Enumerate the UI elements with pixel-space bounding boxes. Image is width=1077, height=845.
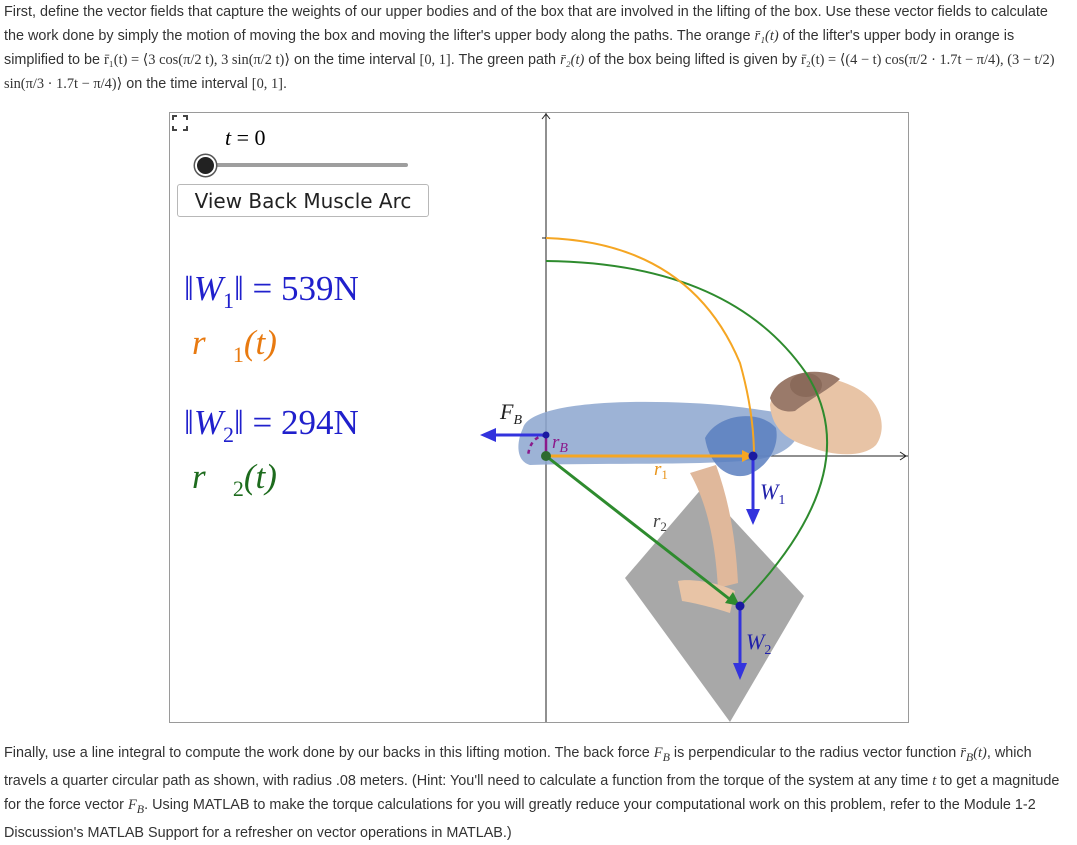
origin-point <box>541 451 551 461</box>
interval: [0, 1] <box>251 76 283 92</box>
r1-legend: r⃗1(t) <box>192 323 277 367</box>
geogebra-applet[interactable]: FB rB r1 r2 W1 W2 t = 0 View Back Muscle… <box>169 112 909 723</box>
t-slider-track[interactable] <box>200 163 408 167</box>
t-slider-handle[interactable] <box>195 155 216 176</box>
intro-text: First, define the vector fields that cap… <box>4 4 1048 44</box>
y-axis-arrow <box>541 113 551 120</box>
intro-text: on the time interval <box>289 52 420 68</box>
fb-symbol: FB <box>653 745 670 764</box>
r2-diagram-label: r2 <box>653 511 667 534</box>
diagram-canvas: FB rB r1 r2 W1 W2 <box>480 113 908 722</box>
r1-formula: r̄₁(t) = ⟨3 cos(π/2 t), 3 sin(π/2 t)⟩ <box>103 52 290 68</box>
r2-vector <box>545 454 733 603</box>
interval: [0, 1] <box>419 52 451 68</box>
r2-formula: r̄₂(t) = ⟨(4 − t) cos(π/2 · 1.7t − π/4),… <box>4 52 1055 92</box>
r2-arrowhead <box>725 592 740 606</box>
intro-text: of the lifter's upper body in orange is … <box>4 28 1015 68</box>
w2-arrowhead <box>733 663 747 680</box>
w2-label: W2 <box>746 629 771 658</box>
w2-magnitude: ‖W2‖ = 294N <box>184 403 359 447</box>
fullscreen-icon[interactable] <box>170 113 190 133</box>
orange-path <box>545 237 755 457</box>
lifter-bun <box>790 373 822 397</box>
outro-text: . Using MATLAB to make the torque calcul… <box>4 796 1036 841</box>
w1-point <box>748 451 758 461</box>
lifter-shoulder <box>705 416 777 477</box>
outro-text: to get a magnitude for the force vector <box>4 772 1060 813</box>
w2-point <box>735 601 745 611</box>
w1-label: W1 <box>760 479 785 508</box>
lifter-arm <box>690 465 738 588</box>
intro-paragraph: First, define the vector fields that cap… <box>4 0 1070 96</box>
fb-label: FB <box>499 399 522 428</box>
intro-text: of the box being lifted is given by <box>584 52 802 68</box>
r1-diagram-label: r1 <box>654 459 668 482</box>
outro-text: , which travels a quarter circular path … <box>4 745 1032 789</box>
slider-label: t = 0 <box>225 125 266 150</box>
green-path <box>545 260 829 607</box>
r2-legend: r⃗2(t) <box>192 457 277 501</box>
fb-arrowhead <box>480 428 496 442</box>
outro-paragraph: Finally, use a line integral to compute … <box>4 741 1073 845</box>
r2-symbol: r̄₂(t) <box>560 52 585 68</box>
intro-text: on the time interval <box>122 76 252 92</box>
rb-symbol: r̄B(t) <box>960 745 987 764</box>
view-back-muscle-arc-button[interactable]: View Back Muscle Arc <box>177 184 429 217</box>
w1-magnitude: ‖W1‖ = 539N <box>184 269 359 313</box>
outro-text: Finally, use a line integral to compute … <box>4 745 654 761</box>
intro-text: . The green path <box>450 52 561 68</box>
t-symbol: t <box>932 772 937 789</box>
fb-symbol: FB <box>127 796 145 816</box>
intro-text: . <box>282 76 287 92</box>
w1-arrowhead <box>746 509 760 525</box>
x-axis-arrow <box>899 451 907 461</box>
r1-arrowhead <box>742 450 754 462</box>
rb-label: rB <box>552 432 568 456</box>
rb-point <box>542 431 550 439</box>
outro-text: is perpendicular to the radius vector fu… <box>669 745 961 761</box>
lifter-hand <box>678 580 735 613</box>
r1-symbol: r̄₁(t) <box>754 28 779 44</box>
